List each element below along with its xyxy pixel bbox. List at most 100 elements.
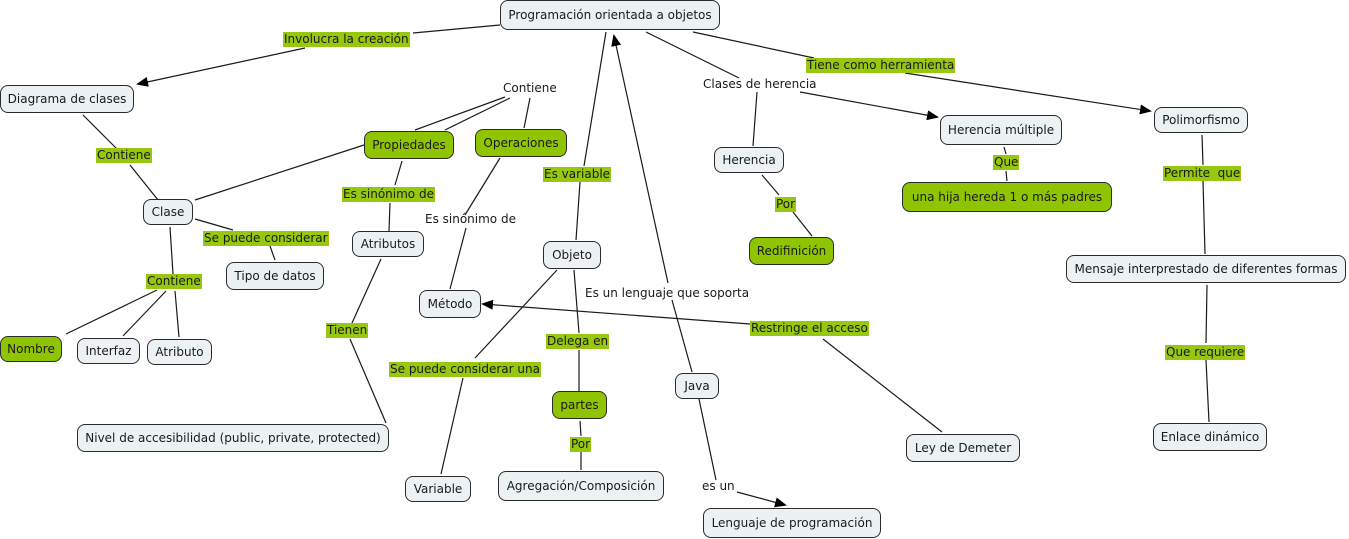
node-label: Clase: [151, 205, 185, 219]
node-objeto[interactable]: Objeto: [543, 241, 601, 269]
edge: [1205, 284, 1208, 344]
node-label: Operaciones: [483, 136, 559, 150]
edge: [761, 174, 780, 196]
node-mensaje-interpretado[interactable]: Mensaje interprestado de diferentes form…: [1066, 255, 1346, 283]
node-label: Agregación/Composición: [506, 479, 656, 493]
link-label-es-un-lenguaje: Es un lenguaje que soporta: [585, 286, 750, 300]
edge: [752, 91, 758, 147]
edge: [474, 269, 558, 359]
node-lenguaje-de-programacion[interactable]: Lenguaje de programación: [703, 508, 881, 538]
edge: [1003, 146, 1007, 155]
node-atributo[interactable]: Atributo: [147, 339, 212, 365]
node-label: Interfaz: [85, 344, 132, 358]
edge: [611, 34, 669, 284]
edge: [583, 31, 607, 167]
node-ley-de-demeter[interactable]: Ley de Demeter: [906, 434, 1020, 462]
link-label-contiene-diagrama: Contiene: [96, 148, 152, 163]
edge: [136, 47, 306, 87]
node-label: Nivel de accesibilidad (public, private,…: [85, 431, 381, 445]
node-label: partes: [560, 398, 599, 412]
node-nombre[interactable]: Nombre: [0, 336, 62, 362]
edge: [394, 160, 403, 186]
link-label-es-sinonimo-operaciones: Es sinónimo de: [425, 212, 516, 226]
node-label: Propiedades: [372, 138, 446, 152]
edge: [194, 218, 234, 231]
node-tipo-de-datos[interactable]: Tipo de datos: [226, 262, 324, 290]
node-agregacion-composicion[interactable]: Agregación/Composición: [498, 471, 664, 501]
node-label: Atributos: [360, 237, 416, 251]
link-label-es-un: es un: [702, 479, 735, 493]
edge: [388, 202, 391, 232]
node-una-hija-hereda[interactable]: una hija hereda 1 o más padres: [902, 182, 1112, 212]
edge: [579, 420, 582, 437]
node-label: Polimorfismo: [1162, 113, 1240, 127]
edge: [122, 290, 167, 337]
link-label-por-partes: Por: [570, 437, 592, 452]
link-label-es-variable: Es variable: [543, 167, 612, 182]
edge: [698, 398, 717, 481]
link-label-clases-de-herencia: Clases de herencia: [703, 77, 817, 91]
node-label: Herencia múltiple: [947, 123, 1055, 137]
edge: [65, 289, 158, 335]
link-label-que-requiere: Que requiere: [1165, 345, 1246, 360]
edge: [174, 290, 180, 338]
edge: [129, 164, 159, 201]
node-metodo[interactable]: Método: [419, 290, 481, 318]
edge: [414, 96, 506, 131]
edge: [269, 245, 276, 261]
link-label-se-puede-considerar: Se puede considerar: [203, 231, 329, 246]
link-label-contiene-top: Contiene: [503, 81, 557, 95]
edge: [412, 24, 501, 34]
node-operaciones[interactable]: Operaciones: [475, 129, 567, 157]
node-interfaz[interactable]: Interfaz: [77, 338, 140, 364]
link-label-delega-en: Delega en: [546, 334, 610, 349]
node-java[interactable]: Java: [675, 373, 719, 399]
node-label: una hija hereda 1 o más padres: [911, 190, 1103, 204]
node-programacion-orientada-a-objetos[interactable]: Programación orientada a objetos: [500, 0, 720, 30]
node-label: Nombre: [7, 342, 55, 356]
node-clase[interactable]: Clase: [143, 199, 193, 225]
edge: [351, 258, 382, 324]
node-label: Atributo: [155, 345, 204, 359]
link-label-contiene-clase: Contiene: [146, 274, 202, 289]
node-atributos[interactable]: Atributos: [352, 231, 424, 257]
node-label: Programación orientada a objetos: [508, 8, 712, 22]
link-label-que: Que: [993, 155, 1020, 170]
edge: [449, 227, 467, 290]
edge: [464, 157, 501, 216]
node-diagrama-de-clases[interactable]: Diagrama de clases: [0, 85, 134, 113]
edge: [692, 31, 815, 59]
node-propiedades[interactable]: Propiedades: [364, 131, 454, 159]
node-variable[interactable]: Variable: [405, 476, 471, 502]
node-polimorfismo[interactable]: Polimorfismo: [1154, 107, 1248, 133]
edge: [575, 181, 581, 241]
edge: [1205, 359, 1210, 423]
node-label: Java: [684, 379, 710, 393]
node-label: Método: [427, 297, 473, 311]
link-label-tienen: Tienen: [326, 323, 369, 338]
edge: [82, 114, 118, 150]
link-label-involucra: Involucra la creación: [283, 32, 410, 47]
node-label: Objeto: [552, 248, 592, 262]
node-herencia[interactable]: Herencia: [714, 147, 784, 173]
node-label: Lenguaje de programación: [711, 516, 873, 530]
edge: [194, 144, 365, 201]
link-label-se-puede-considerar-una: Se puede considerar una: [389, 362, 541, 377]
edge: [792, 211, 813, 237]
node-enlace-dinamico[interactable]: Enlace dinámico: [1153, 423, 1267, 451]
edge: [1201, 134, 1204, 166]
node-redifinicion[interactable]: Redifinición: [749, 237, 834, 265]
node-nivel-de-accesibilidad[interactable]: Nivel de accesibilidad (public, private,…: [77, 424, 389, 452]
edge: [523, 97, 531, 129]
node-label: Tipo de datos: [234, 269, 316, 283]
edge: [904, 72, 1152, 115]
node-label: Herencia: [722, 153, 776, 167]
edge: [440, 377, 464, 475]
link-label-es-sinonimo-propiedades: Es sinónimo de: [342, 187, 435, 202]
link-label-restringe-el-acceso: Restringe el acceso: [750, 321, 869, 336]
node-label: Redifinición: [756, 244, 827, 258]
node-partes[interactable]: partes: [552, 391, 607, 419]
edge: [169, 226, 174, 275]
node-herencia-multiple[interactable]: Herencia múltiple: [940, 115, 1062, 145]
